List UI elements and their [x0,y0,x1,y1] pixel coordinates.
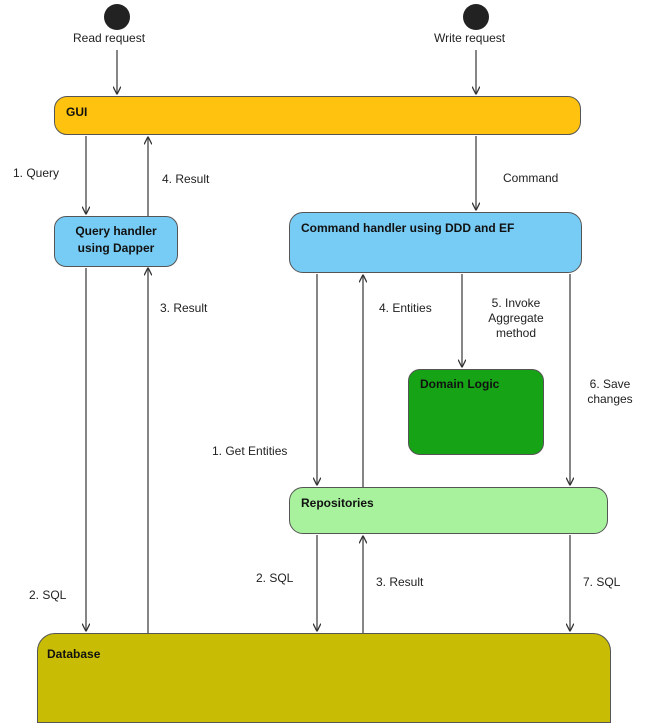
edge-label-save-line-1: 6. Save [589,377,631,391]
write-request-label: Write request [434,31,506,45]
query-handler-label-line-1: Query handler [75,224,157,238]
edge-label-result-query-handler: 3. Result [160,301,208,315]
edge-label-command: Command [503,171,559,185]
read-request-label: Read request [73,31,146,45]
query-handler-node: Query handler using Dapper [54,216,178,267]
gui-label: GUI [66,105,88,119]
query-handler-label-line-2: using Dapper [77,241,155,255]
edge-label-sql-save: 7. SQL [583,575,621,589]
command-handler-node: Command handler using DDD and EF [289,212,582,273]
write-start-node [463,4,489,30]
gui-node: GUI [54,96,581,135]
command-handler-label: Command handler using DDD and EF [301,221,515,235]
edge-label-invoke-line-3: method [495,326,537,340]
read-start-node [104,4,130,30]
repositories-label: Repositories [301,496,374,510]
edge-label-result-repositories: 3. Result [376,575,424,589]
edge-label-save-changes: 6. Save changes [580,377,640,407]
edge-label-result-gui: 4. Result [162,172,210,186]
database-label: Database [47,647,101,661]
edge-label-invoke-aggregate: 5. Invoke Aggregate method [482,296,550,341]
edge-label-query: 1. Query [13,166,60,180]
domain-logic-node: Domain Logic [408,369,544,455]
database-node: Database [37,633,611,723]
repositories-node: Repositories [289,487,608,534]
diagram-connectors [0,50,650,633]
edge-label-invoke-line-1: 5. Invoke [491,296,541,310]
edge-label-entities: 4. Entities [379,301,432,315]
query-handler-label: Query handler using Dapper [55,223,177,257]
domain-logic-label: Domain Logic [420,377,500,391]
edge-label-save-line-2: changes [587,392,633,406]
edge-label-invoke-line-2: Aggregate [488,311,544,325]
edge-label-get-entities: 1. Get Entities [212,444,288,458]
edge-label-sql-query-handler: 2. SQL [29,588,67,602]
edge-label-sql-repositories: 2. SQL [256,571,294,585]
